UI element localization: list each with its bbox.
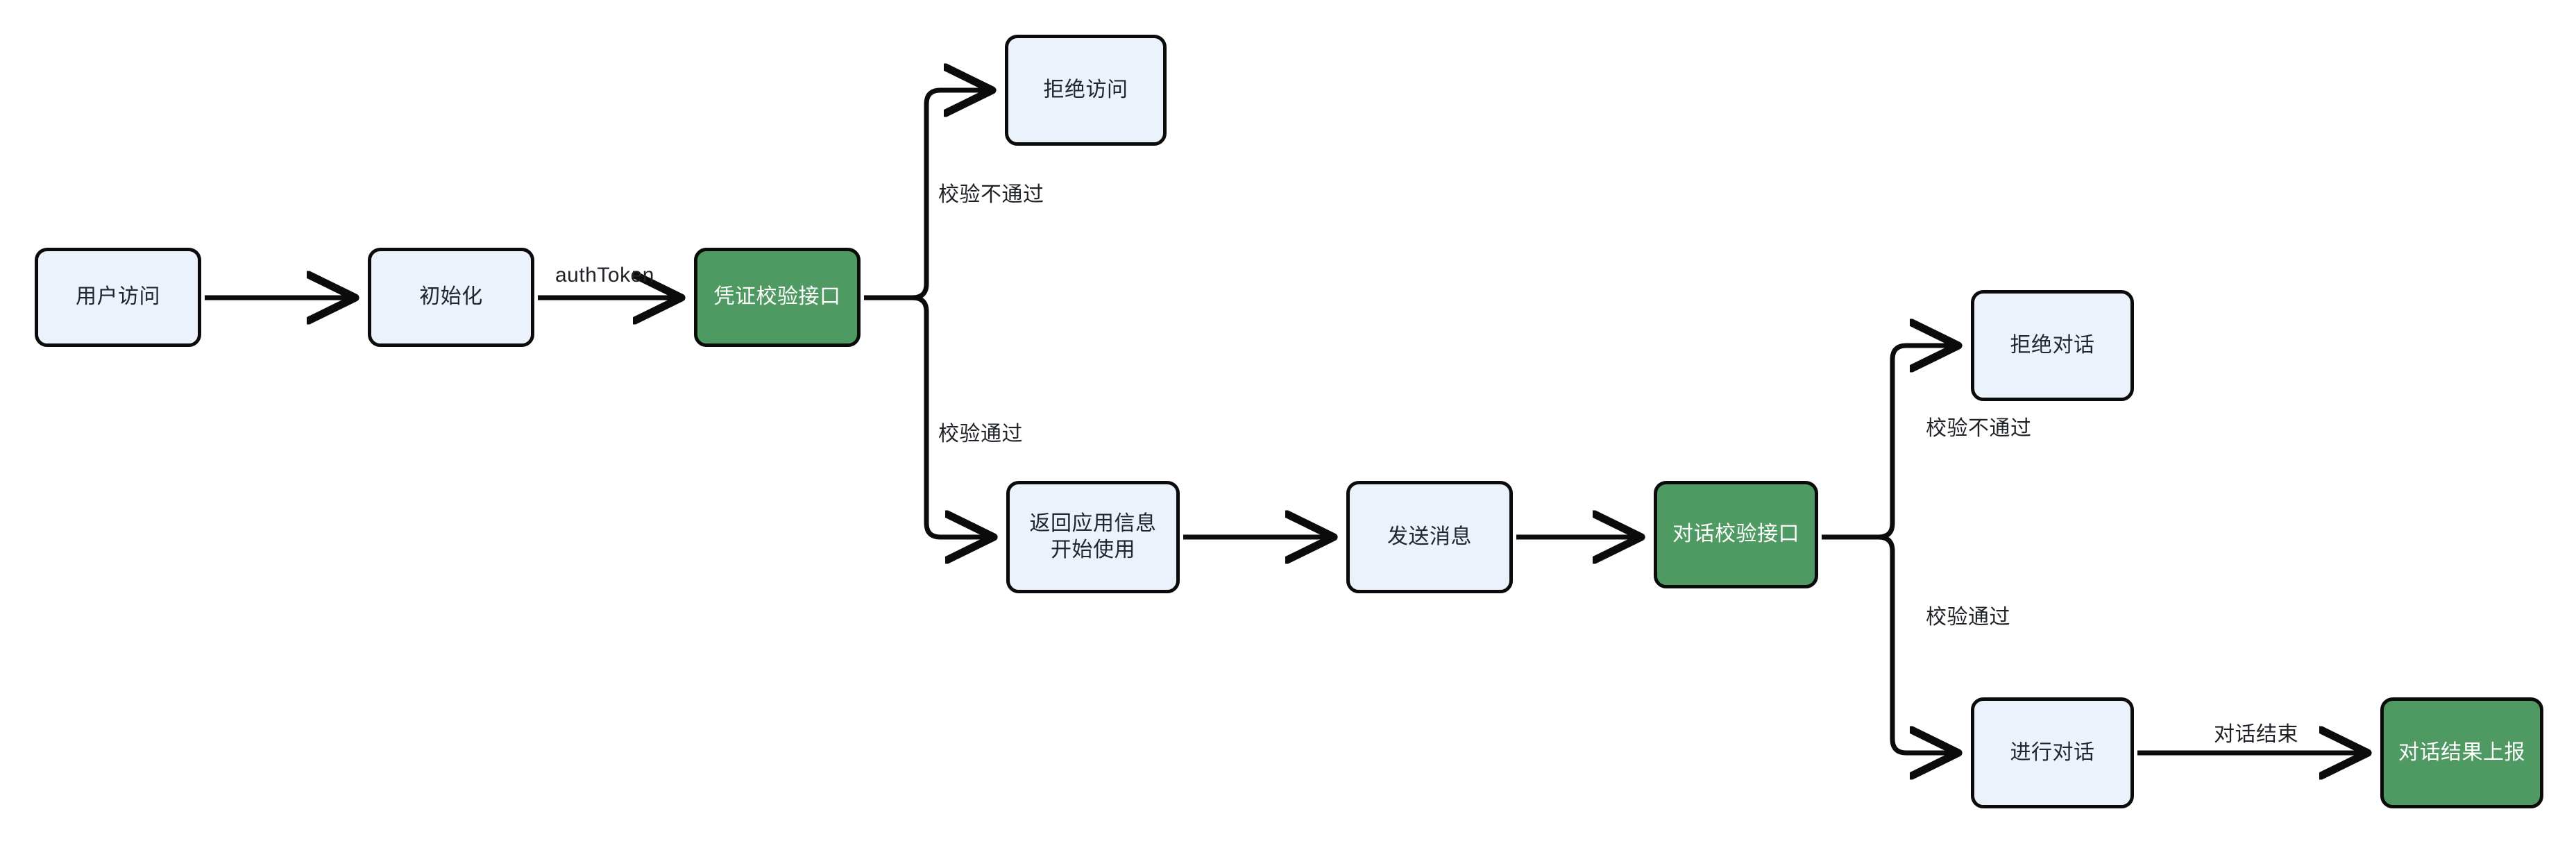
node-report-result-label: 对话结果上报 <box>2398 740 2525 764</box>
node-deny-access-label: 拒绝访问 <box>1043 78 1128 101</box>
edge-label-validation-failed-2: 校验不通过 <box>1926 417 2032 440</box>
edge-dialog-check-api-to-do-dialog <box>1878 534 1954 753</box>
node-send-message[interactable]: 发送消息 <box>1346 481 1513 593</box>
node-return-app-info-label: 返回应用信息 开始使用 <box>1029 511 1157 561</box>
node-do-dialog[interactable]: 进行对话 <box>1971 697 2134 808</box>
node-dialog-check-api[interactable]: 对话校验接口 <box>1654 481 1818 588</box>
node-report-result[interactable]: 对话结果上报 <box>2380 697 2543 808</box>
node-deny-access[interactable]: 拒绝访问 <box>1005 35 1167 146</box>
node-do-dialog-label: 进行对话 <box>2010 740 2095 764</box>
edge-label-authtoken: authToken <box>555 264 654 287</box>
edge-label-dialog-end: 对话结束 <box>2214 723 2298 746</box>
edge-dialog-check-api-to-deny-dialog <box>1878 346 1954 540</box>
node-dialog-check-api-label: 对话校验接口 <box>1672 523 1799 546</box>
node-deny-dialog[interactable]: 拒绝对话 <box>1971 290 2134 401</box>
node-init[interactable]: 初始化 <box>368 248 534 347</box>
node-init-label: 初始化 <box>419 285 483 309</box>
node-user-access[interactable]: 用户访问 <box>35 248 201 347</box>
node-user-access-label: 用户访问 <box>76 285 160 309</box>
node-auth-api[interactable]: 凭证校验接口 <box>694 248 861 347</box>
edge-label-validation-passed-2: 校验通过 <box>1926 606 2010 629</box>
node-deny-dialog-label: 拒绝对话 <box>2010 333 2095 357</box>
node-return-app-info[interactable]: 返回应用信息 开始使用 <box>1006 481 1180 593</box>
edge-label-validation-passed-1: 校验通过 <box>938 423 1023 445</box>
node-auth-api-label: 凭证校验接口 <box>713 285 841 309</box>
edge-label-validation-failed-1: 校验不通过 <box>938 183 1044 206</box>
node-send-message-label: 发送消息 <box>1387 525 1472 548</box>
